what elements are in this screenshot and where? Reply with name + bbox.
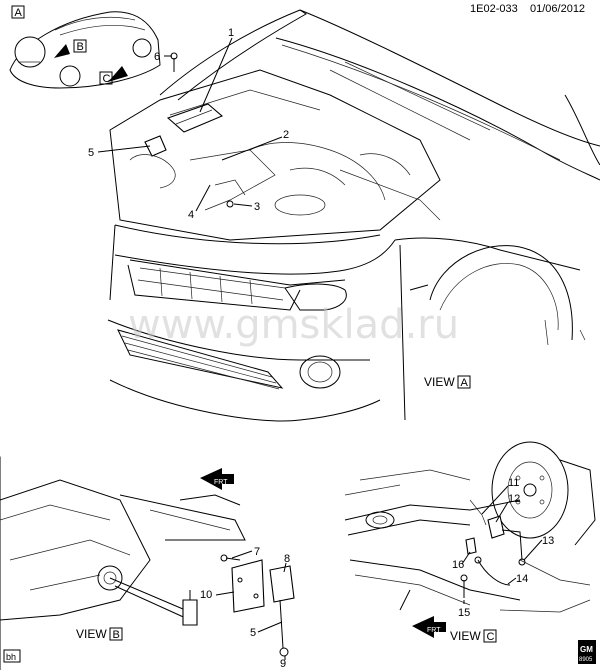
view-marker-a <box>11 5 25 19</box>
callout-5: 5 <box>88 147 94 159</box>
watermark: www.gmsklad.ru <box>128 302 459 348</box>
view-c-letter: C <box>487 631 495 643</box>
view-b-prefix: VIEW <box>76 627 107 641</box>
view-a-prefix: VIEW <box>424 375 455 389</box>
view-a-drawing <box>107 9 600 422</box>
view-c-drawing <box>344 441 596 613</box>
callout-5-view-b: 5 <box>250 627 256 639</box>
diagram-code: 1E02-033 <box>470 3 518 15</box>
gm-logo-text: GM <box>580 645 593 654</box>
view-b-label: VIEW B <box>76 627 123 641</box>
view-c-label: VIEW C <box>450 629 497 643</box>
view-c-frt-arrow <box>412 616 446 638</box>
view-marker-b <box>73 39 87 53</box>
callout-14: 14 <box>516 573 528 585</box>
callout-4: 4 <box>188 209 194 221</box>
callout-10: 10 <box>200 589 212 601</box>
callout-2: 2 <box>283 129 289 141</box>
view-marker-a-label: A <box>15 7 23 19</box>
view-b-leaders <box>215 550 287 660</box>
view-a-label: VIEW A <box>424 375 471 389</box>
callout-1: 1 <box>228 27 234 39</box>
view-b-drawing: FRT <box>0 468 295 657</box>
view-a-leaders <box>97 37 283 212</box>
callout-12: 12 <box>508 493 520 505</box>
callout-16: 16 <box>452 559 464 571</box>
callout-3: 3 <box>254 201 260 213</box>
view-b-letter: B <box>113 629 120 641</box>
callout-15: 15 <box>458 607 470 619</box>
corner-tag-box <box>3 649 21 663</box>
callout-6: 6 <box>154 51 160 63</box>
view-c-prefix: VIEW <box>450 629 481 643</box>
callout-9: 9 <box>280 658 286 670</box>
gm-logo: GM 8905 <box>578 640 596 664</box>
view-c-frt: FRT <box>427 627 441 634</box>
view-c-leaders <box>461 485 543 604</box>
view-marker-b-label: B <box>77 41 84 53</box>
view-marker-c-label: C <box>103 73 111 85</box>
diagram-date: 01/06/2012 <box>530 3 585 15</box>
corner-tag: bh <box>6 652 16 662</box>
callout-8: 8 <box>284 553 290 565</box>
gm-logo-code: 8905 <box>579 657 593 663</box>
view-a-letter: A <box>461 377 469 389</box>
callout-11: 11 <box>508 477 519 489</box>
callout-7: 7 <box>254 546 260 558</box>
callout-13: 13 <box>542 535 554 547</box>
view-marker-c <box>99 71 113 85</box>
car-thumbnail: A B C <box>9 5 161 89</box>
view-b-frt: FRT <box>214 479 228 486</box>
